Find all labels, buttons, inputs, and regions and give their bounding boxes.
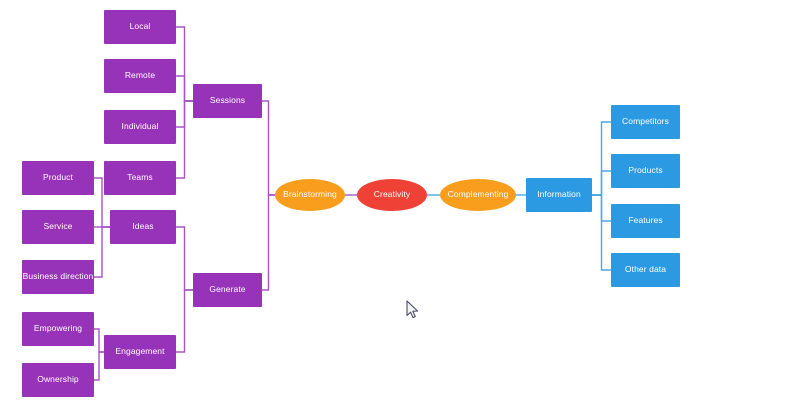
node-label: Teams bbox=[127, 172, 153, 183]
node-individual[interactable]: Individual bbox=[104, 110, 176, 144]
edge-remote-to-sessions bbox=[176, 75, 193, 102]
edge-individual-to-sessions bbox=[176, 100, 193, 128]
edge-ideas-to-generate bbox=[176, 226, 193, 291]
edge-local-to-sessions bbox=[176, 26, 193, 102]
node-label: Sessions bbox=[209, 95, 246, 106]
node-label: Remote bbox=[124, 70, 156, 81]
edge-sessions-to-brainstorming bbox=[262, 100, 275, 196]
node-label: Complementing bbox=[447, 189, 509, 200]
edge-information-to-other-data bbox=[592, 194, 611, 271]
node-other-data[interactable]: Other data bbox=[611, 253, 680, 287]
edge-ownership-to-engagement bbox=[94, 351, 104, 381]
node-label: Products bbox=[628, 165, 663, 176]
node-label: Business direction bbox=[22, 271, 94, 282]
node-information[interactable]: Information bbox=[526, 178, 592, 212]
node-label: Competitors bbox=[622, 116, 669, 127]
edge-information-to-products bbox=[592, 170, 611, 196]
edge-empowering-to-engagement bbox=[94, 328, 104, 353]
edge-generate-to-brainstorming bbox=[262, 194, 275, 291]
edge-information-to-features bbox=[592, 194, 611, 222]
node-competitors[interactable]: Competitors bbox=[611, 105, 680, 139]
node-business-direction[interactable]: Business direction bbox=[22, 260, 94, 294]
node-complementing[interactable]: Complementing bbox=[440, 179, 516, 211]
node-features[interactable]: Features bbox=[611, 204, 680, 238]
edge-engagement-to-generate bbox=[176, 289, 193, 353]
node-empowering[interactable]: Empowering bbox=[22, 312, 94, 346]
node-label: Product bbox=[43, 172, 73, 183]
node-label: Empowering bbox=[33, 323, 83, 334]
node-label: Information bbox=[537, 189, 581, 200]
node-label: Local bbox=[129, 21, 151, 32]
node-label: Ownership bbox=[37, 374, 79, 385]
node-ownership[interactable]: Ownership bbox=[22, 363, 94, 397]
node-local[interactable]: Local bbox=[104, 10, 176, 44]
node-teams[interactable]: Teams bbox=[104, 161, 176, 195]
edge-business-direction-to-ideas bbox=[94, 226, 110, 278]
node-products[interactable]: Products bbox=[611, 154, 680, 188]
node-label: Features bbox=[628, 215, 663, 226]
edge-teams-to-sessions bbox=[176, 100, 193, 179]
node-label: Engagement bbox=[115, 346, 165, 357]
mouse-cursor bbox=[406, 300, 419, 319]
node-label: Ideas bbox=[132, 221, 154, 232]
node-engagement[interactable]: Engagement bbox=[104, 335, 176, 369]
edge-information-to-competitors bbox=[592, 121, 611, 196]
node-product[interactable]: Product bbox=[22, 161, 94, 195]
node-remote[interactable]: Remote bbox=[104, 59, 176, 93]
node-label: Service bbox=[43, 221, 73, 232]
node-service[interactable]: Service bbox=[22, 210, 94, 244]
node-generate[interactable]: Generate bbox=[193, 273, 262, 307]
node-brainstorming[interactable]: Brainstorming bbox=[275, 179, 345, 211]
node-label: Generate bbox=[209, 284, 246, 295]
node-label: Individual bbox=[121, 121, 159, 132]
node-label: Creativity bbox=[373, 189, 411, 200]
node-sessions[interactable]: Sessions bbox=[193, 84, 262, 118]
node-ideas[interactable]: Ideas bbox=[110, 210, 176, 244]
node-label: Other data bbox=[624, 264, 667, 275]
node-label: Brainstorming bbox=[283, 189, 337, 200]
node-creativity[interactable]: Creativity bbox=[357, 179, 427, 211]
